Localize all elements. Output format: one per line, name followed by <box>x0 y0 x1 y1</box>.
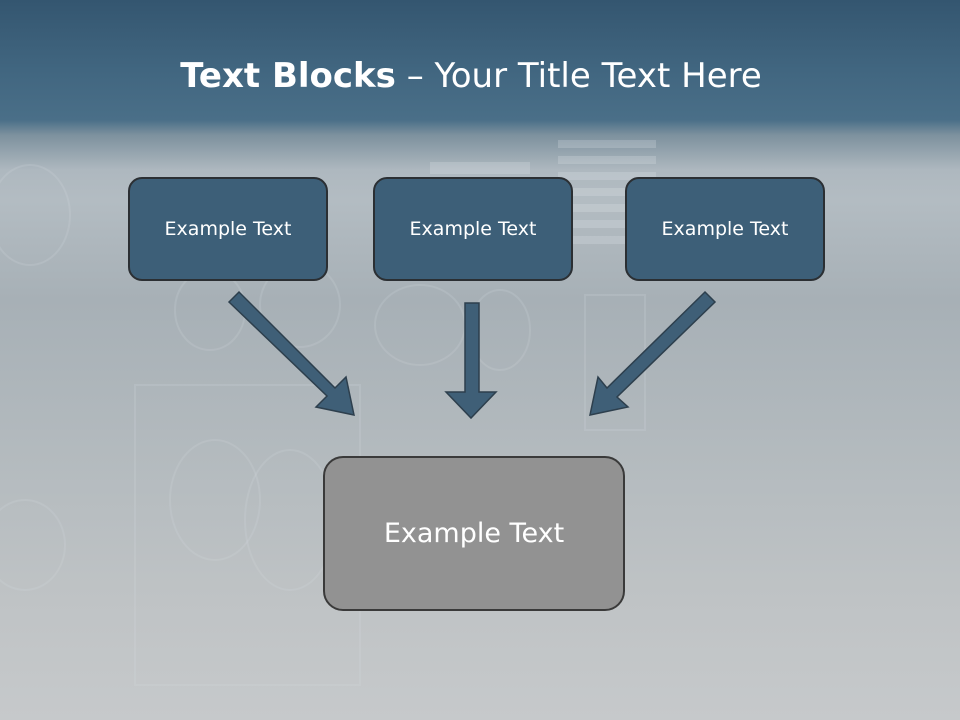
text-block-right[interactable]: Example Text <box>625 177 825 281</box>
arrow-down-icon <box>444 302 498 420</box>
target-text-label: Example Text <box>383 518 565 549</box>
title-bold-part: Text Blocks <box>180 56 396 96</box>
target-text-block[interactable]: Example Text <box>323 456 625 611</box>
text-block-label: Example Text <box>164 218 292 240</box>
arrow-down-left-icon <box>589 290 717 416</box>
slide-title: Text Blocks – Your Title Text Here <box>0 52 942 100</box>
text-block-label: Example Text <box>409 218 537 240</box>
arrow-down-right-icon <box>227 290 355 416</box>
text-block-left[interactable]: Example Text <box>128 177 328 281</box>
title-rest-part: – Your Title Text Here <box>395 56 762 96</box>
text-block-label: Example Text <box>661 218 789 240</box>
text-block-center[interactable]: Example Text <box>373 177 573 281</box>
